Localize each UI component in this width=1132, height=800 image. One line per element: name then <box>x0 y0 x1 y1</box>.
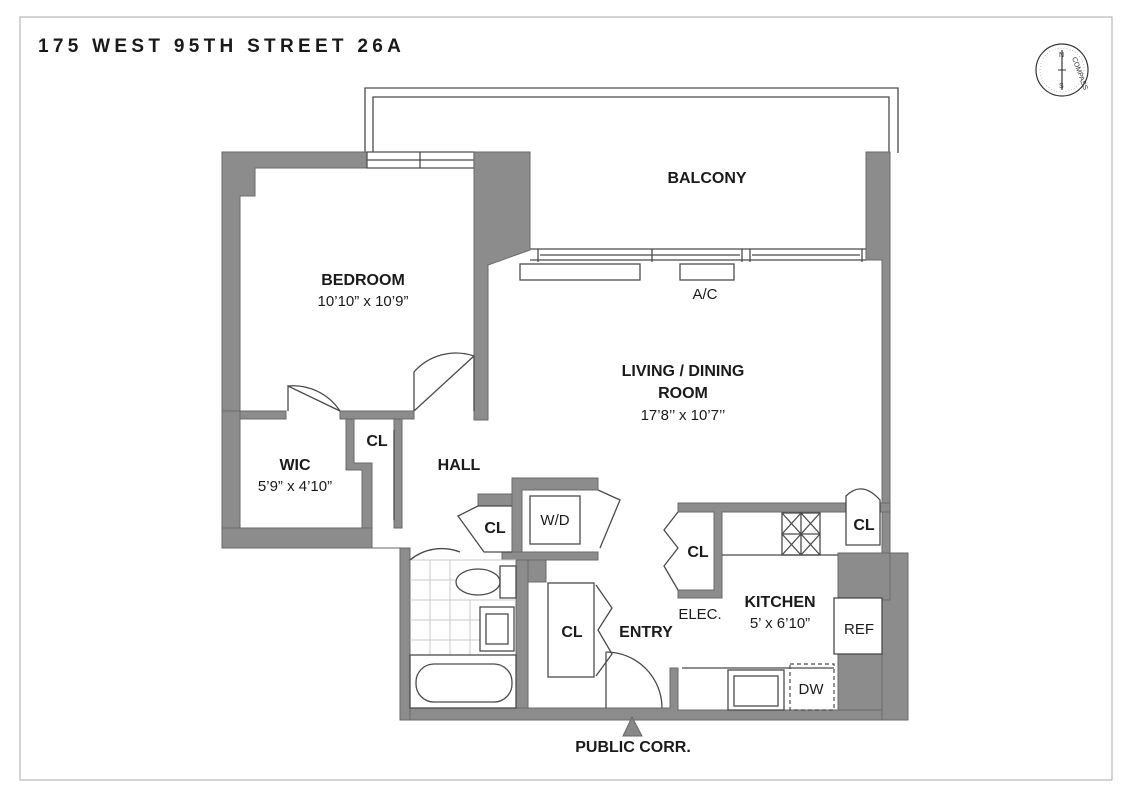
hall-closet-2-label: CL <box>484 520 506 537</box>
entry-closet <box>547 582 613 678</box>
elec-label: ELEC. <box>678 606 721 623</box>
refrigerator-label: REF <box>844 621 874 638</box>
ac-units <box>519 263 735 281</box>
refrigerator <box>833 597 883 655</box>
hall-label: HALL <box>438 457 481 474</box>
page-frame <box>19 16 1113 781</box>
kitchen-dims: 5’ x 6’10” <box>750 615 810 632</box>
living-closet <box>845 488 881 546</box>
compass-icon: N S COMPASS <box>1035 43 1089 97</box>
entry-label: ENTRY <box>619 624 673 641</box>
bedroom-label: BEDROOM <box>321 272 405 289</box>
balcony <box>364 87 899 262</box>
bedroom-door <box>413 352 475 412</box>
stove <box>781 512 821 556</box>
bedroom-dims: 10’10” x 10’9” <box>318 293 409 310</box>
compass-south: S <box>1059 83 1064 90</box>
dishwasher-label: DW <box>799 681 825 698</box>
living-label-line1: LIVING / DINING <box>622 363 745 380</box>
living-dims: 17’8’’ x 10’7’’ <box>641 407 726 424</box>
wic-label: WIC <box>279 457 311 474</box>
public-corridor-label: PUBLIC CORR. <box>575 739 691 756</box>
entry-door <box>605 651 663 709</box>
bath-tiles <box>410 559 516 655</box>
wic-dims: 5’9” x 4’10” <box>258 478 332 495</box>
washer-dryer <box>529 489 621 549</box>
balcony-label: BALCONY <box>667 170 746 187</box>
ac-label: A/C <box>692 286 717 303</box>
kitchen-lower-counter <box>682 663 835 711</box>
page-title: 175 WEST 95TH STREET 26A <box>38 36 405 57</box>
kitchen-closet-door <box>663 511 679 591</box>
kitchen-closet-label: CL <box>687 544 709 561</box>
walls <box>221 151 909 721</box>
hall-closet-2 <box>457 505 512 553</box>
living-label-line2: ROOM <box>658 385 708 402</box>
kitchen-label: KITCHEN <box>744 594 815 611</box>
hall-closet-label: CL <box>366 433 388 450</box>
living-closet-label: CL <box>853 517 875 534</box>
wic-door <box>287 384 341 412</box>
bathroom <box>409 547 517 709</box>
washer-dryer-label: W/D <box>540 512 569 529</box>
compass-north: N <box>1059 52 1064 59</box>
public-corridor-arrow-icon <box>622 715 643 737</box>
entry-closet-label: CL <box>561 624 583 641</box>
